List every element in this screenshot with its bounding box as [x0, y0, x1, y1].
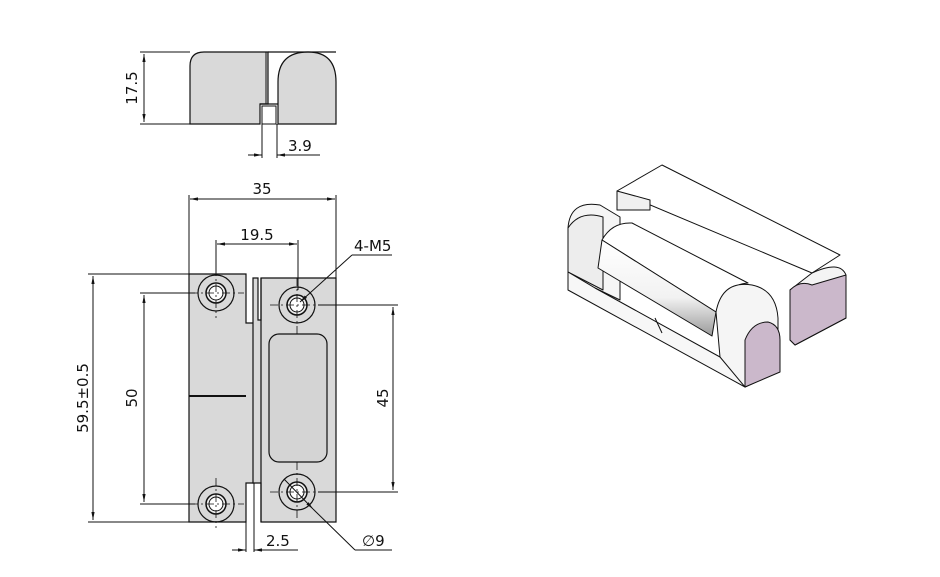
- dim-hole-spacing-h: 19.5: [240, 226, 273, 244]
- dim-hole-spacing-left: 50: [123, 388, 141, 407]
- dim-hole-spacing-right: 45: [374, 388, 392, 407]
- dim-width: 35: [252, 180, 271, 198]
- isometric-view: [567, 164, 847, 388]
- dim-gap-front: 2.5: [266, 532, 290, 550]
- dim-height: 17.5: [123, 71, 141, 104]
- dim-length: 59.5±0.5: [74, 363, 92, 433]
- dim-counterbore: ∅9: [362, 532, 385, 550]
- dim-gap-side: 3.9: [288, 137, 312, 155]
- front-view: 35 19.5 4-M5 59.5±0.5 50 45 2.5: [74, 180, 398, 552]
- side-view: 17.5 3.9: [123, 51, 337, 158]
- dim-thread: 4-M5: [354, 237, 391, 255]
